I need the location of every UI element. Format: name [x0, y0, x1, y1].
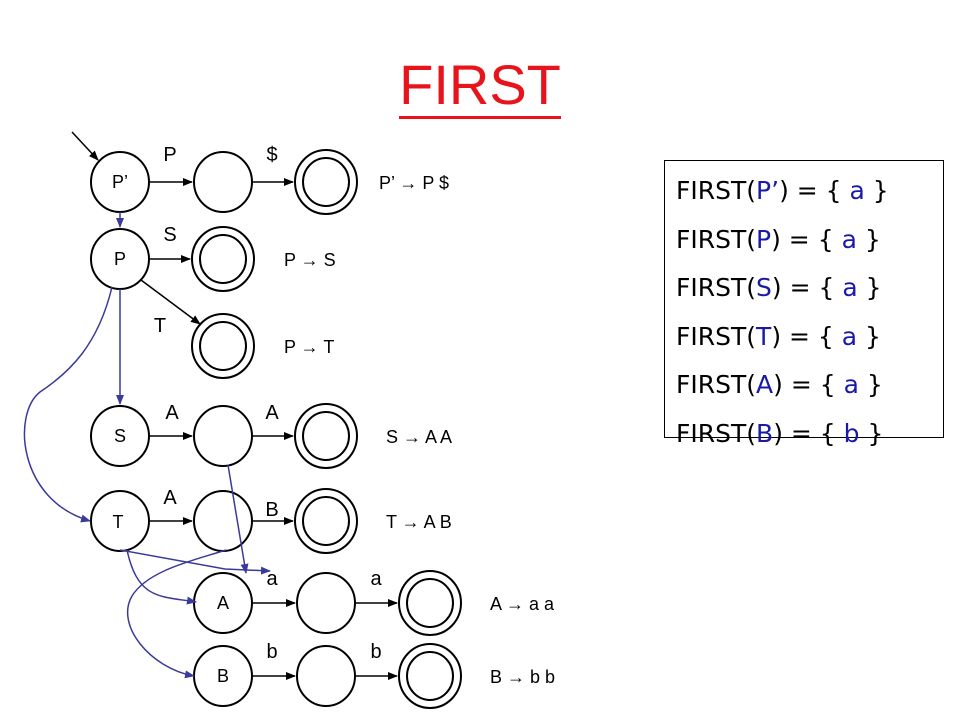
first-set-s: FIRST(S) = { a } — [676, 264, 943, 313]
edge-labels: P $ S T A A A B a a b b — [154, 144, 383, 663]
state-p-prime-final-inner — [302, 157, 350, 207]
first-value: a — [842, 273, 858, 302]
edge-label-p-s: S — [163, 224, 176, 246]
state-b-final-inner — [406, 651, 454, 701]
edge-label-b-b1: b — [266, 641, 277, 663]
state-t-final-outer — [294, 488, 358, 554]
first-nonterminal: P’ — [756, 176, 780, 205]
page-title: FIRST — [0, 52, 960, 119]
state-a-final-inner — [406, 578, 454, 628]
production-b: B → b b — [490, 667, 555, 687]
label-p-prime: P’ — [112, 172, 128, 192]
first-nonterminal: P — [756, 224, 772, 254]
production-pp: P’ → P $ — [379, 173, 449, 193]
first-prefix: FIRST( — [676, 273, 757, 302]
dependency-arrows — [23, 212, 271, 679]
label-a: A — [217, 593, 229, 613]
state-p-s-final-inner — [199, 234, 247, 284]
edge-label-p-t: T — [154, 315, 166, 337]
state-b-final-outer — [398, 643, 462, 709]
first-nonterminal: T — [756, 321, 772, 351]
edge-label-t-b: B — [265, 499, 278, 521]
first-set-b: FIRST(B) = { b } — [676, 410, 943, 459]
first-sets-box: FIRST(P’) = { a } FIRST(P) = { a } FIRST… — [664, 160, 944, 448]
first-set-p: FIRST(P) = { a } — [676, 216, 943, 265]
state-p-t-final-outer — [191, 313, 255, 379]
edge-label-a-a2: a — [370, 568, 382, 590]
first-mid: ) = { — [771, 321, 842, 351]
first-suffix: } — [857, 321, 881, 351]
state-s-mid — [193, 405, 253, 467]
state-labels: P’ P S T A B — [112, 172, 229, 686]
first-suffix: } — [859, 418, 884, 448]
edge-label-t-a: A — [163, 487, 177, 509]
state-p-s-final-outer — [191, 226, 255, 292]
first-prefix: FIRST( — [676, 176, 757, 205]
edge-label-a-a1: a — [266, 568, 278, 590]
first-set-t: FIRST(T) = { a } — [676, 313, 943, 362]
production-a: A → a a — [490, 594, 555, 614]
edge-label-s-a2: A — [265, 402, 279, 424]
state-t-final-inner — [302, 496, 350, 546]
first-value: a — [849, 176, 865, 205]
edge-label-pp-p: P — [163, 144, 176, 166]
first-nonterminal: A — [756, 370, 774, 399]
first-value: b — [843, 418, 860, 448]
dep-p-t — [23, 286, 113, 523]
dep-t-a — [126, 549, 197, 605]
edge-label-b-b2: b — [370, 641, 381, 663]
first-value: a — [841, 224, 857, 254]
first-suffix: } — [858, 370, 883, 399]
start-arrow — [71, 131, 99, 161]
edge-label-s-a1: A — [165, 402, 179, 424]
title-text: FIRST — [399, 53, 561, 119]
first-prefix: FIRST( — [676, 321, 757, 351]
label-s: S — [114, 426, 126, 446]
transitions — [71, 131, 398, 680]
dep-s-a — [227, 464, 249, 574]
production-labels: P’ → P $ P → S P → T S → A A T → A B A →… — [284, 173, 555, 687]
edge-p-t — [140, 279, 201, 325]
state-p-prime-mid — [193, 151, 253, 213]
first-suffix: } — [864, 176, 889, 205]
label-p: P — [114, 249, 126, 269]
first-set-p-prime: FIRST(P’) = { a } — [676, 167, 943, 216]
first-suffix: } — [856, 224, 881, 254]
state-p-prime-final-outer — [294, 149, 358, 215]
label-b: B — [217, 666, 229, 686]
state-t-mid — [193, 490, 253, 552]
first-mid: ) = { — [771, 273, 843, 302]
state-s-final-outer — [294, 403, 358, 469]
first-mid: ) = { — [773, 418, 844, 448]
dep-t-b — [126, 549, 227, 679]
state-s-final-inner — [302, 411, 350, 461]
production-s: S → A A — [386, 427, 452, 447]
first-suffix: } — [857, 273, 882, 302]
state-a-mid — [296, 572, 356, 634]
first-value: a — [843, 370, 859, 399]
edge-label-pp-dollar: $ — [266, 144, 277, 166]
label-t: T — [113, 512, 124, 532]
state-a-final-outer — [398, 570, 462, 636]
state-b-mid — [296, 645, 356, 707]
first-prefix: FIRST( — [676, 370, 757, 399]
first-nonterminal: B — [756, 418, 774, 448]
first-value: a — [841, 321, 858, 351]
production-t: T → A B — [386, 512, 452, 532]
dep-t-a-2 — [119, 549, 271, 575]
first-nonterminal: S — [756, 273, 772, 302]
first-prefix: FIRST( — [676, 224, 757, 254]
first-prefix: FIRST( — [676, 418, 757, 448]
first-mid: ) = { — [771, 224, 842, 254]
state-p-t-final-inner — [199, 321, 247, 371]
first-set-a: FIRST(A) = { a } — [676, 361, 943, 410]
production-p-s: P → S — [284, 250, 336, 270]
first-mid: ) = { — [773, 370, 844, 399]
production-p-t: P → T — [284, 337, 334, 357]
first-mid: ) = { — [779, 176, 850, 205]
